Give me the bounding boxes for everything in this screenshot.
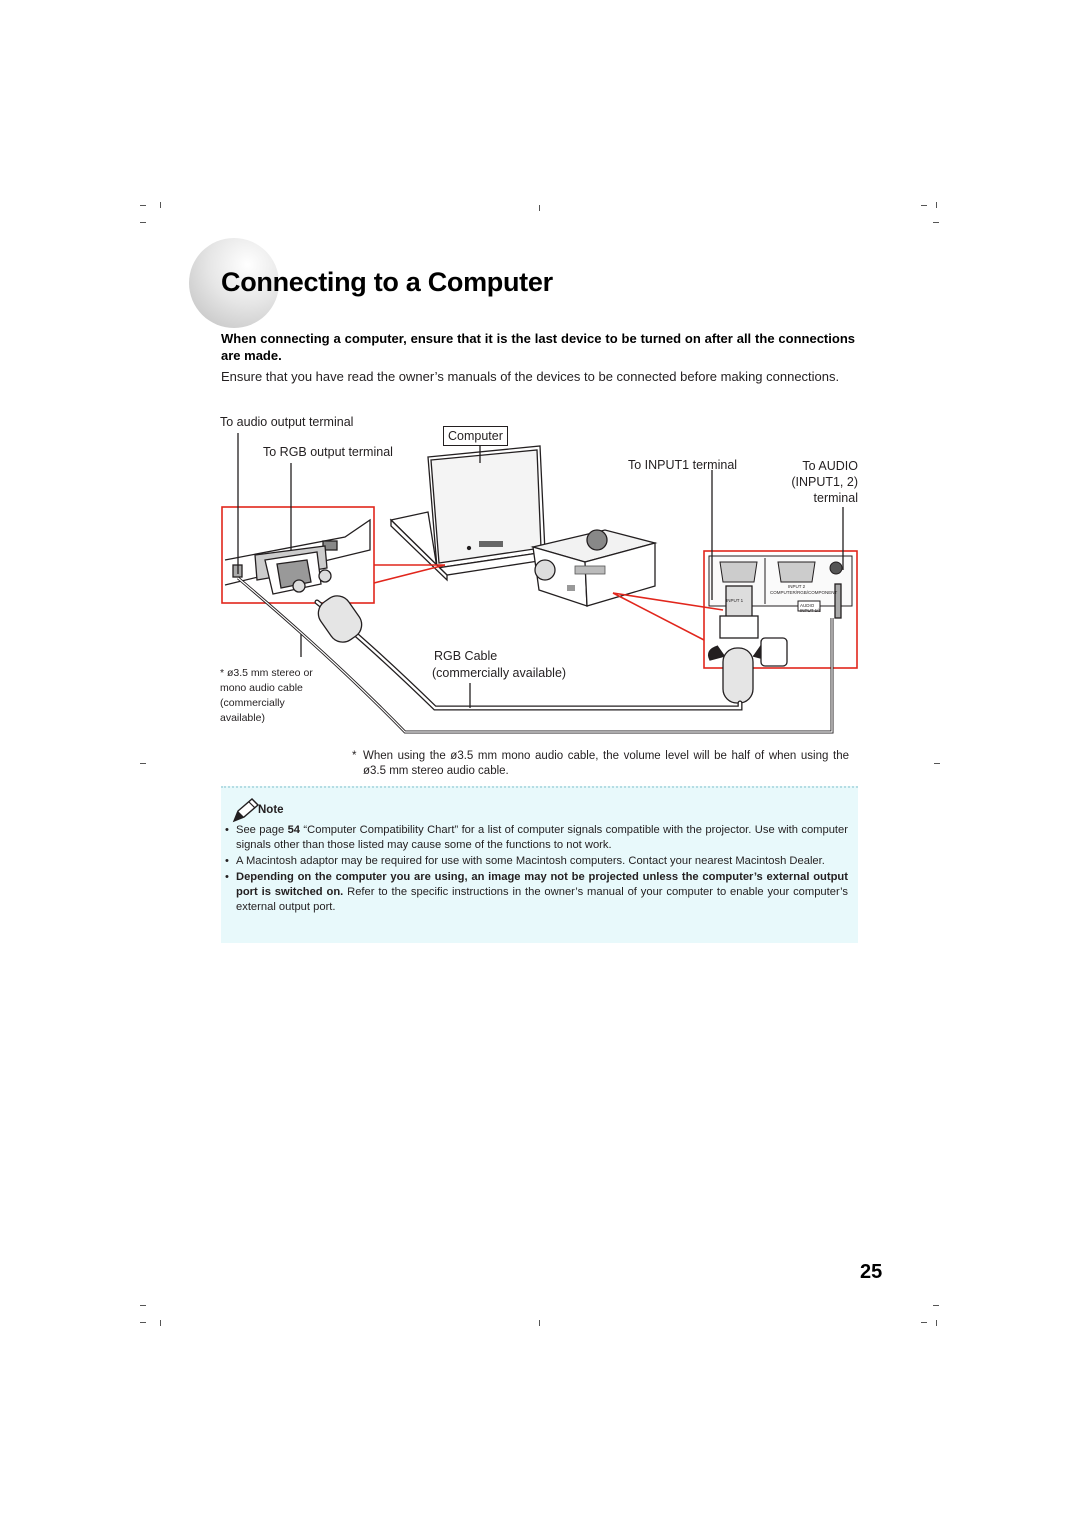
pencil-icon (232, 798, 260, 823)
label-audio-cable-2: mono audio cable (220, 682, 303, 694)
crop-mark (160, 202, 161, 208)
crop-mark (936, 202, 937, 208)
note-item-external-output: • Depending on the computer you are using… (225, 870, 848, 915)
bullet: • (225, 855, 229, 867)
laptop-port-closeup (224, 518, 371, 595)
label-audio-terminal-2: (INPUT1, 2) (791, 475, 858, 489)
note-heading: Note (258, 804, 284, 816)
page-number: 25 (860, 1261, 883, 1283)
projector-connector (707, 583, 842, 704)
crop-mark (140, 763, 146, 764)
label-computer: Computer (443, 426, 508, 446)
label-rgb-cable-availability: (commercially available) (432, 666, 567, 680)
footnote-text: When using the ø3.5 mm mono audio cable,… (363, 750, 849, 777)
projector-illustration (530, 529, 658, 607)
bullet: • (225, 871, 229, 883)
label-audio-terminal-1: To AUDIO (802, 459, 858, 473)
crop-mark (140, 222, 146, 223)
label-audio-cable-4: available) (220, 712, 265, 724)
page-reference: 54 (287, 824, 301, 836)
label-audio-cable-3: (commercially (220, 697, 285, 709)
crop-mark (140, 1305, 146, 1306)
crop-mark (936, 1320, 937, 1326)
label-rgb-output: To RGB output terminal (263, 445, 393, 459)
crop-mark (921, 1322, 927, 1323)
label-input1: To INPUT1 terminal (628, 458, 738, 472)
panel-input1: INPUT 1 (726, 598, 744, 603)
label-audio-cable-1: * ø3.5 mm stereo or (220, 667, 313, 679)
crop-mark (539, 1320, 540, 1326)
crop-mark (140, 1322, 146, 1323)
crop-mark (539, 205, 540, 211)
panel-component: COMPUTER/RGB/COMPONENT (770, 590, 838, 595)
note-text: A Macintosh adaptor may be required for … (236, 855, 825, 867)
leader-lines (237, 433, 844, 708)
crop-mark (140, 205, 146, 206)
panel-audio-input: INPUT 1/2 (800, 608, 821, 613)
note-text: See page (236, 824, 288, 836)
crop-mark (934, 763, 940, 764)
connection-diagram: INPUT 1 INPUT 2 COMPUTER/RGB/COMPONENT A… (215, 410, 865, 750)
label-rgb-cable: RGB Cable (434, 649, 498, 663)
title-decoration (189, 238, 279, 328)
projector-port-zoom (612, 550, 858, 669)
note-emphasis: Depending on the computer you are using,… (236, 871, 848, 898)
note-item-macintosh: • A Macintosh adaptor may be required for… (225, 854, 848, 869)
intro-warning: When connecting a computer, ensure that … (221, 331, 855, 363)
connection-illustration: INPUT 1 INPUT 2 COMPUTER/RGB/COMPONENT A… (221, 433, 858, 734)
note-list: • See page 54 “Computer Compatibility Cha… (225, 823, 848, 916)
audio-cable-inner (237, 577, 833, 733)
panel-text: INPUT 1 INPUT 2 COMPUTER/RGB/COMPONENT A… (726, 584, 838, 613)
label-audio-output: To audio output terminal (220, 415, 354, 429)
note-text: Refer to the specific instructions in th… (236, 886, 848, 913)
intro-text: Ensure that you have read the owner’s ma… (221, 369, 840, 384)
laptop-illustration (389, 445, 546, 582)
note-item-compatibility: • See page 54 “Computer Compatibility Cha… (225, 823, 848, 853)
mono-cable-footnote: * When using the ø3.5 mm mono audio cabl… (352, 749, 849, 779)
note-box (221, 786, 858, 943)
crop-mark (933, 1305, 939, 1306)
crop-mark (933, 222, 939, 223)
crop-mark (160, 1320, 161, 1326)
bullet: • (225, 824, 229, 836)
laptop-port-zoom (221, 506, 446, 604)
label-audio-terminal-3: terminal (813, 491, 858, 505)
panel-audio: AUDIO (800, 603, 815, 608)
footnote-marker: * (352, 750, 357, 762)
crop-mark (921, 205, 927, 206)
panel-input2: INPUT 2 (788, 584, 806, 589)
note-text: “Computer Compatibility Chart” for a lis… (236, 824, 848, 851)
rgb-cable-ferrite (317, 595, 363, 643)
page-title: Connecting to a Computer (221, 267, 553, 297)
rgb-cable-inner (315, 600, 742, 710)
